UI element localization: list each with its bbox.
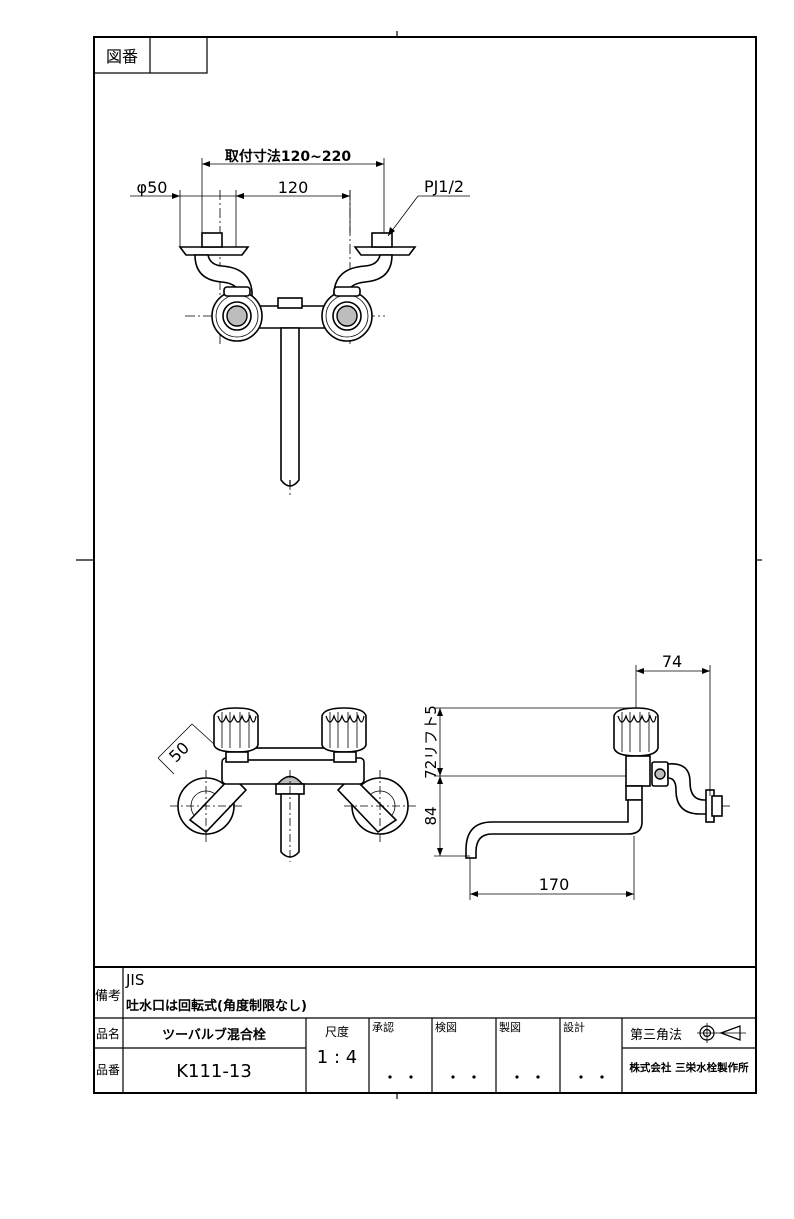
remarks-line1: JIS (125, 971, 144, 989)
third-angle-projection-icon (697, 1023, 746, 1043)
inspection-label: 検図 (435, 1020, 457, 1034)
drawing-frame (76, 31, 762, 1099)
dim-thread: PJ1/2 (424, 177, 464, 196)
scale-value: 1 : 4 (317, 1047, 357, 1068)
design-label: 設計 (563, 1020, 585, 1034)
product-number-label: 品番 (96, 1063, 120, 1077)
drafting-label: 製図 (499, 1020, 521, 1034)
product-name-label: 品名 (96, 1026, 120, 1041)
dim-handle-lift: 72リフト5 (422, 705, 440, 779)
dim-front-50: 50 (165, 738, 193, 766)
side-view-dimensions (434, 665, 711, 900)
drawing-number-label: 図番 (106, 47, 138, 66)
top-view-dimensions (130, 158, 470, 248)
dim-mounting-range: 取付寸法120~220 (225, 148, 351, 165)
dim-diameter: φ50 (137, 178, 168, 197)
side-view (465, 707, 730, 859)
projection-label: 第三角法 (630, 1028, 682, 1043)
scale-label: 尺度 (325, 1024, 349, 1039)
product-name: ツーバルブ混合栓 (162, 1027, 266, 1043)
company-name: 株式会社 三栄水栓製作所 (629, 1061, 749, 1074)
approval-label: 承認 (372, 1020, 394, 1034)
dim-center-spacing: 120 (278, 178, 309, 197)
title-block (94, 966, 756, 1093)
dim-spout-offset: 74 (662, 652, 682, 671)
product-number: K111-13 (176, 1061, 252, 1082)
front-view (157, 707, 416, 862)
remarks-line2: 吐水口は回転式(角度制限なし) (126, 998, 307, 1014)
dim-height-84: 84 (422, 806, 440, 825)
top-view (178, 190, 417, 495)
remarks-label: 備考 (95, 988, 121, 1004)
dim-spout-length: 170 (539, 875, 570, 894)
